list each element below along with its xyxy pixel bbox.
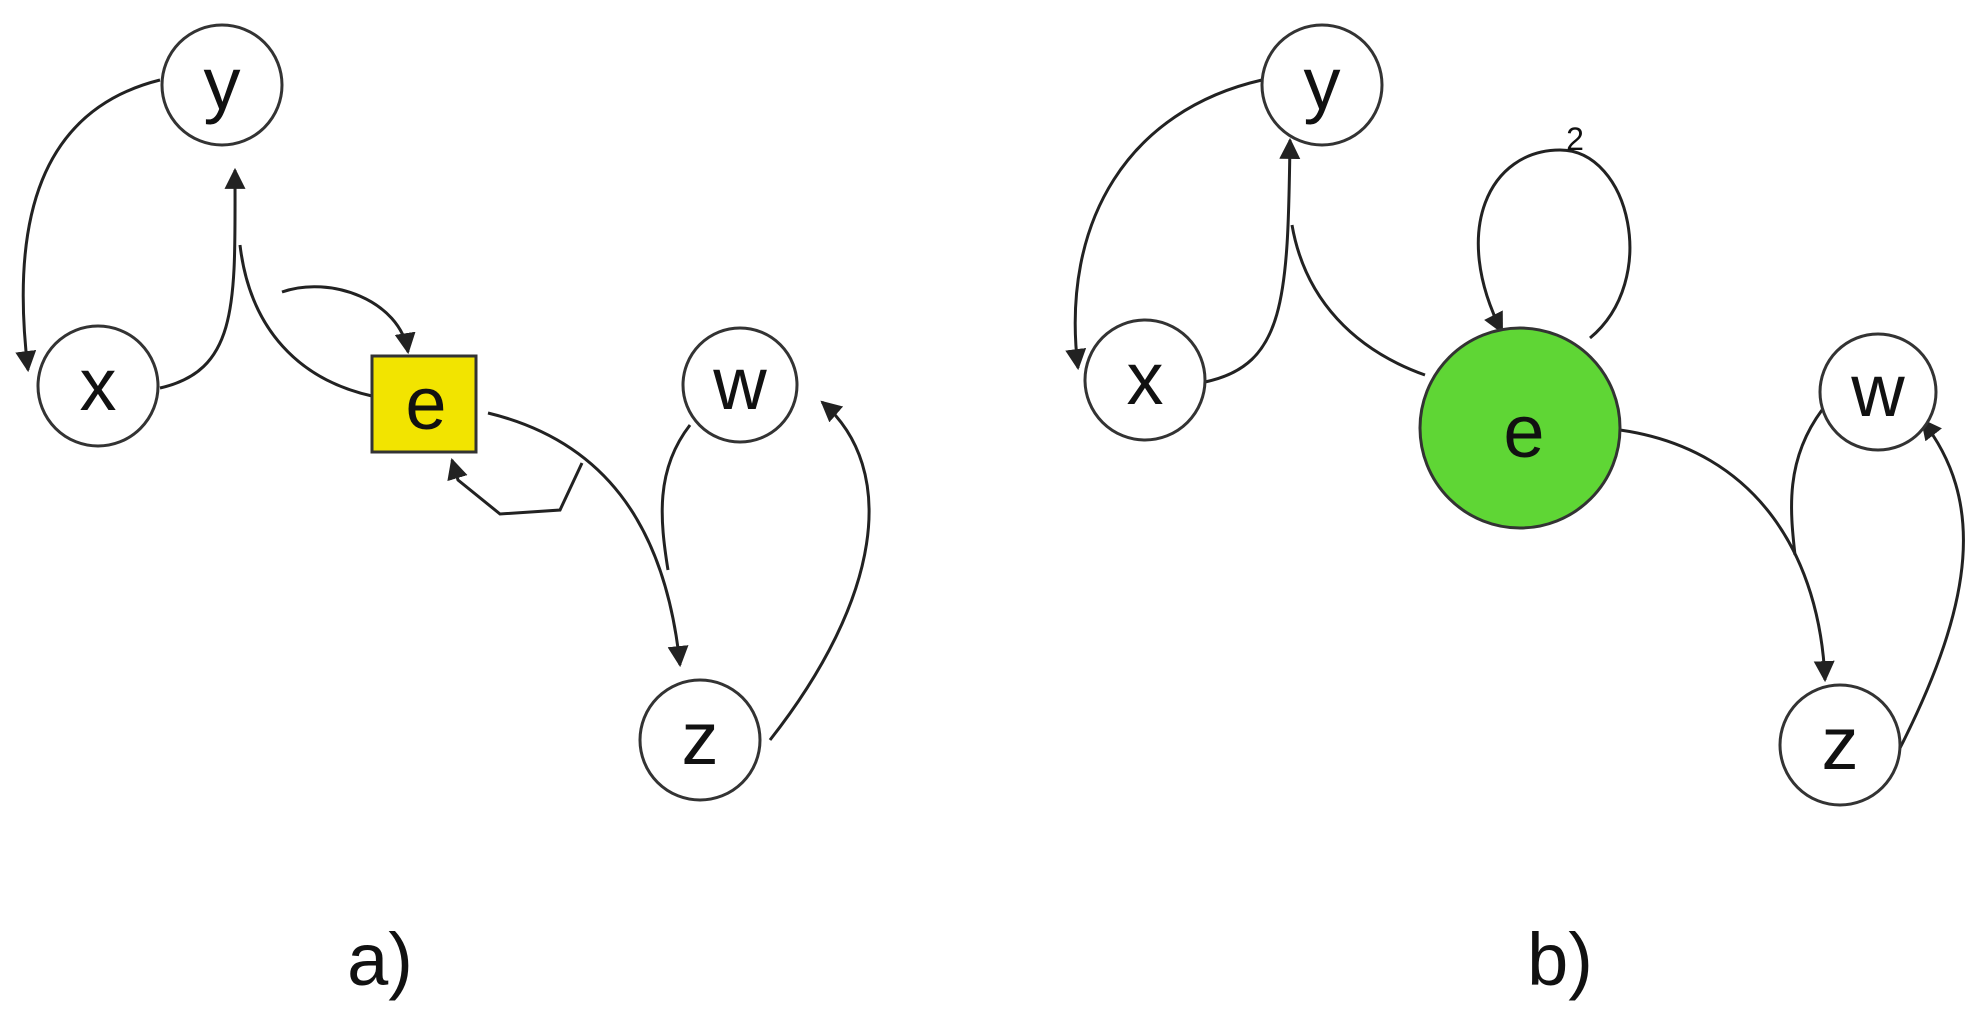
edge-z-to-w-a [768, 400, 871, 741]
edge-e-to-y-b [1290, 224, 1426, 377]
edge-e-to-z-b [1619, 428, 1835, 683]
panel-b: y x e 2 w z b) [1065, 23, 1965, 1001]
edge-x-to-y-a [159, 167, 246, 390]
node-w-a-label: w [712, 342, 767, 425]
panel-b-label: b) [1527, 918, 1593, 1001]
edge-y-to-e-a [281, 285, 416, 355]
node-y-a: y [160, 23, 284, 147]
node-e-b-merged: e [1418, 326, 1622, 530]
edge-x-to-y-b [1204, 137, 1301, 384]
edge-w-to-z-a [660, 424, 692, 571]
node-w-b-label: w [1850, 349, 1905, 432]
node-x-a-label: x [80, 343, 117, 426]
node-x-b: x [1083, 318, 1207, 442]
node-e-a-label: e [405, 362, 446, 445]
node-x-a: x [36, 324, 160, 448]
node-w-a: w [681, 326, 799, 444]
panel-a-label: a) [347, 918, 413, 1001]
edge-y-to-x-b [1065, 78, 1263, 371]
edge-e-to-y-a [238, 244, 373, 398]
edge-w-to-z-b [1790, 409, 1824, 556]
node-w-b: w [1818, 332, 1938, 452]
edge-y-to-x-a [15, 78, 161, 373]
node-y-b-label: y [1304, 42, 1341, 125]
panel-a: y x e w z a) [15, 23, 871, 1001]
self-loop-weight-label: 2 [1566, 121, 1584, 157]
edge-e-to-z-a [487, 411, 689, 668]
node-e-a: e [370, 354, 478, 454]
edge-e-self-loop-b [1476, 148, 1632, 340]
node-y-b: y [1260, 23, 1384, 147]
node-z-a-label: z [682, 697, 719, 780]
node-x-b-label: x [1127, 337, 1164, 420]
node-z-b-label: z [1822, 702, 1859, 785]
edge-e-self-loop-a [447, 457, 584, 516]
node-z-b: z [1778, 683, 1902, 807]
edge-z-to-w-b [1898, 418, 1965, 749]
node-z-a: z [638, 678, 762, 802]
node-y-a-label: y [204, 42, 241, 125]
node-e-b-label: e [1503, 390, 1544, 473]
